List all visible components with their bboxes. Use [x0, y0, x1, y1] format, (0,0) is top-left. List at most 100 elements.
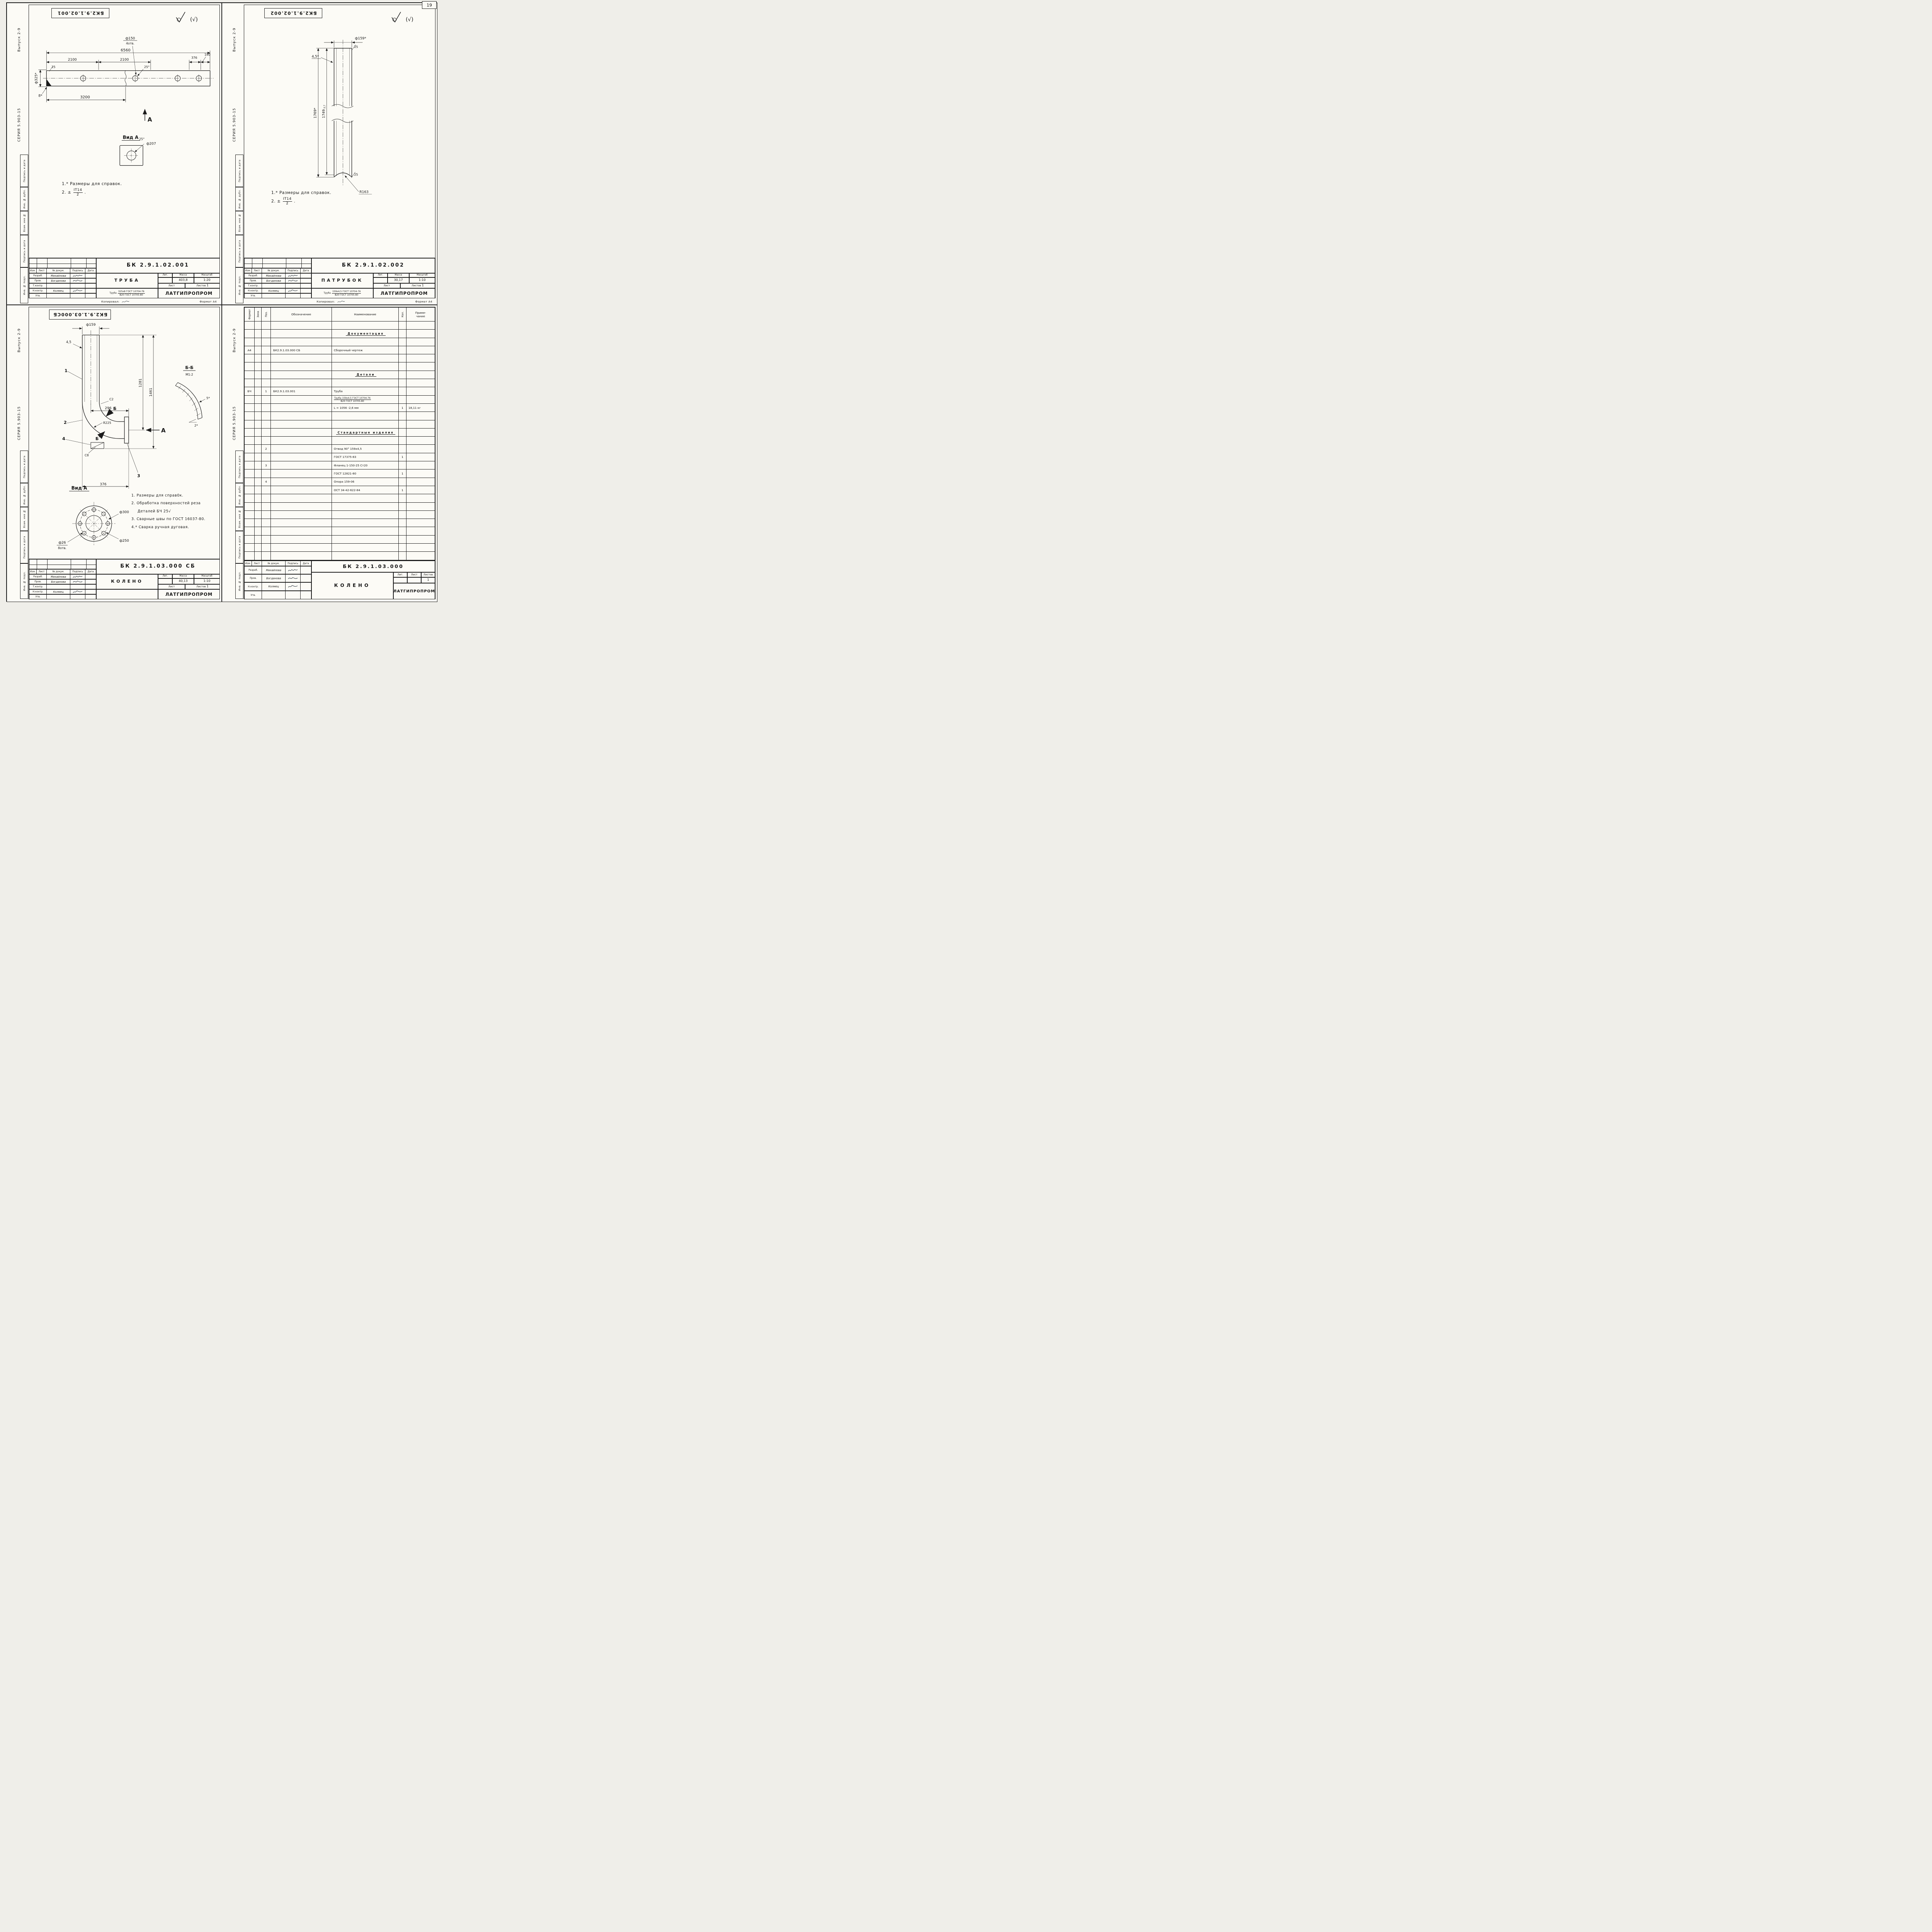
doc-number-text: БК 2.9.1.02.001: [126, 262, 190, 269]
listov-label: Листов: [412, 284, 421, 287]
sidebar-box-label: Подпись и дата: [22, 536, 26, 559]
sidebar-box-label: Подпись и дата: [238, 455, 241, 478]
lit-header: Лит.: [158, 574, 172, 578]
tb-date: [301, 294, 311, 298]
listov-cell: Листов 1: [185, 584, 220, 589]
dim-wall: 4,5: [66, 340, 71, 344]
list-label: Лист: [411, 573, 418, 576]
signature: [70, 274, 86, 278]
tb-header-row: Изм. Лист № докум. Подпись Дата: [29, 268, 96, 273]
spec-row: [244, 412, 435, 420]
signature: [286, 274, 301, 278]
tb-date: [85, 284, 96, 288]
sidebar-box-podpis-data-1: Подпись и дата: [235, 155, 243, 187]
change-record-grid: [244, 258, 311, 268]
material-gost-top: 159х4,5 ГОСТ 10704-76: [332, 290, 361, 294]
tb-date: [301, 284, 311, 288]
svg-text:1749-3,7: 1749-3,7: [322, 105, 326, 118]
company-name: ЛАТГИПРОПРОМ: [165, 290, 213, 296]
tb-col-izm: Изм.: [29, 269, 37, 273]
tb-name: Михайлова: [47, 274, 70, 278]
spec-material-top: 159х4,5 ГОСТ 10704-76: [342, 396, 371, 400]
sidebar-box-podpis-data-1: Подпись и дата: [20, 451, 28, 483]
tb-role: Разраб.: [245, 566, 262, 574]
spec-col-format: Формат: [248, 309, 251, 320]
dim-seg2: 2100: [120, 58, 129, 62]
dim-length-inner: 1749: [322, 109, 326, 118]
drawing-frame: БК2.9.1.03.000СБ: [29, 307, 220, 599]
sidebar-box-podpis-data-1: Подпись и дата: [235, 451, 243, 483]
dim-1461: 1461: [149, 388, 153, 397]
tb-role: Утв.: [245, 591, 262, 599]
view-arrow-label: А: [148, 116, 152, 123]
lit-label: Лит.: [378, 274, 383, 277]
elbow-outline: [82, 335, 129, 449]
page-number-text: 19: [427, 2, 432, 8]
listov-value: 1: [206, 284, 209, 287]
drawing-area: ф159 4,5 296 1281 1461 376 R225 С2 С8 1 …: [29, 307, 219, 559]
spec-row: 2 Отвод 90° 159х4,5: [244, 444, 435, 453]
inverted-stamp: БК2.9.1.02.002: [264, 8, 322, 18]
doc-number-text: БК 2.9.1.02.002: [342, 262, 405, 269]
finish-alt-mark: (√): [190, 17, 198, 23]
listov-value: 1: [422, 284, 424, 287]
company-cell: ЛАТГИПРОПРОМ: [393, 583, 435, 599]
lit-header: Лит.: [393, 572, 407, 577]
tb-row-utv: Утв.: [244, 591, 311, 599]
spec-row: [244, 519, 435, 527]
sidebar-box-label: Взам. инв №: [22, 214, 26, 232]
tb-col-podpis: Подпись: [286, 269, 301, 273]
tb-date: [301, 591, 311, 599]
tb-name: Михайлова: [262, 566, 286, 574]
sidebar-box-podpis-data-2: Подпись и дата: [20, 235, 28, 267]
spec-col-kol: Кол.: [401, 311, 404, 318]
tb-date: [85, 595, 96, 599]
tb-row-nkontr: Н.контр. Колмец: [244, 582, 311, 591]
signature: [286, 279, 301, 283]
tb-row-razrab: Разраб. Михайлова: [29, 273, 96, 278]
tb-date: [85, 580, 96, 584]
signature: [70, 590, 86, 594]
change-record-grid: [29, 559, 96, 569]
tb-col-data: Дата: [87, 570, 94, 573]
spec-row: [244, 502, 435, 511]
dim-r225: R225: [103, 421, 111, 425]
listov-label: Листов: [196, 585, 206, 588]
sidebar-box-label: Инв. № подл.: [238, 276, 241, 295]
tb-name: [262, 284, 286, 288]
tb-date: [301, 566, 311, 574]
spec-section-title: Документация: [346, 332, 386, 336]
view-a-flange: Вид А: [57, 485, 129, 550]
sidebar-box-inv-dubl: Инв. № дубл.: [20, 187, 28, 211]
part-name-text: ПАТРУБОК: [321, 278, 364, 283]
tb-col-izm: Изм.: [29, 570, 37, 574]
spec-table: Формат Зона Поз. Обозначение Наименовани…: [244, 307, 435, 560]
note-2-prefix: 2. ±: [62, 190, 71, 195]
lit-value: [158, 277, 172, 283]
spec-row: [244, 535, 435, 544]
sidebar-box-inv-podl: Инв. № подл.: [235, 267, 243, 303]
spec-row: А4 БК2.9.1.03.000 СБ Сборочный чертеж: [244, 345, 435, 355]
dim-chamfer: 25: [51, 65, 55, 69]
company-name: ЛАТГИПРОПРОМ: [380, 290, 428, 296]
spec-section-row: Документация: [244, 329, 435, 338]
spec-row: 4 Опора 159-06: [244, 477, 435, 486]
drawing-frame: БК2.9.1.02.002 (√): [244, 5, 435, 298]
spec-prim: 18,11 кг: [408, 406, 421, 410]
sidebar-box-label: Инв. № дубл.: [22, 485, 26, 505]
tb-col-list: Лист: [252, 561, 262, 566]
signature: [337, 300, 345, 304]
drawing-area: ф159* 4,5* 25 1769* 1749-3,7 25 R163: [244, 5, 435, 258]
tb-role: Пров.: [245, 279, 262, 283]
tb-sig-empty: [286, 591, 301, 599]
sidebar-box-vzam-inv: Взам. инв №: [20, 507, 28, 531]
tb-role: Н.контр.: [29, 590, 47, 594]
page-number: 19: [422, 1, 437, 9]
tb-row-nkontr: Н.контр. Колмец: [29, 589, 96, 594]
spec-format: А4: [247, 348, 252, 352]
listov-cell: Листов 1: [185, 283, 220, 288]
